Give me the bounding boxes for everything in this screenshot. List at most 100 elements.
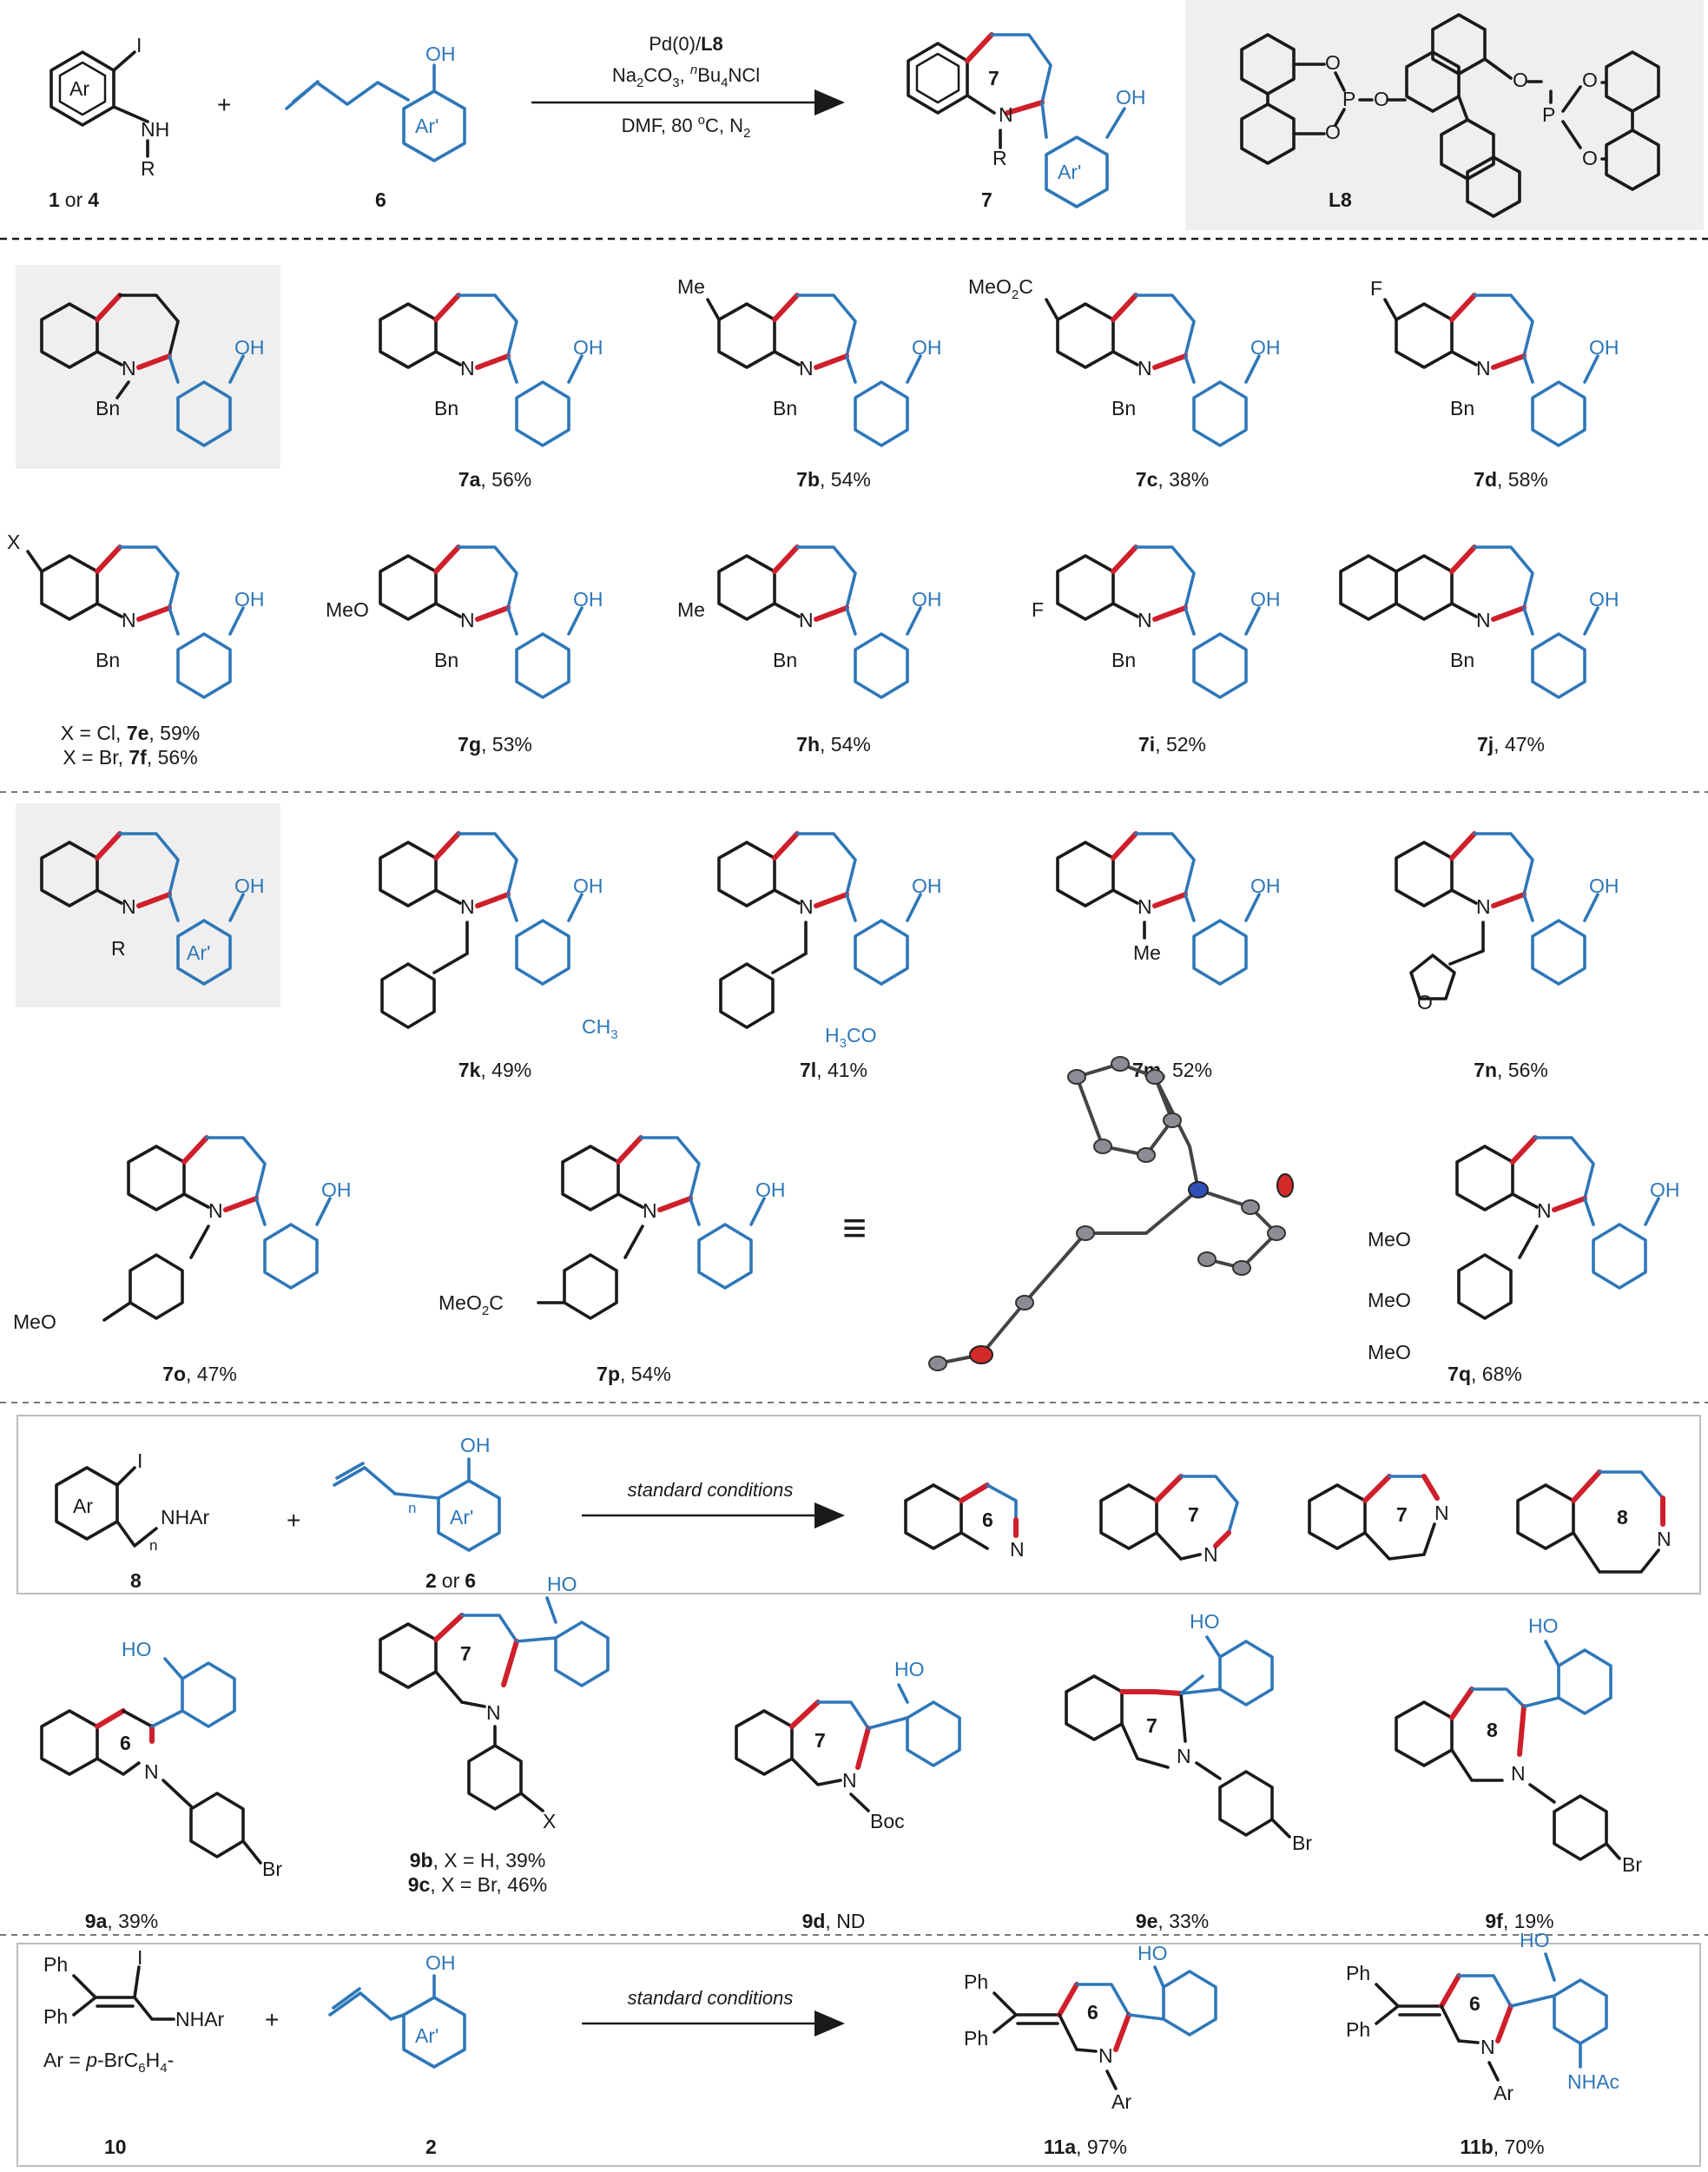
row1-products: N Bn OH <box>16 265 280 469</box>
oh-label: OH <box>1589 336 1619 359</box>
svg-text:7j, 47%: 7j, 47% <box>1477 733 1545 756</box>
ph-label: Ph <box>1346 2018 1370 2041</box>
compound-label-6: 6 <box>375 188 386 211</box>
n-index: n <box>408 1500 416 1516</box>
n-label: N <box>799 609 814 631</box>
substituent: MeO <box>1368 1341 1411 1363</box>
svg-text:7o, 47%: 7o, 47% <box>162 1363 237 1385</box>
plus-sign: + <box>265 2006 279 2033</box>
ph-label: Ph <box>1346 1962 1370 1984</box>
yield: , 41% <box>816 1059 867 1081</box>
compound-id: 7o <box>162 1363 186 1385</box>
ar-prime-label: Ar' <box>450 1506 473 1528</box>
compound-id: 7b <box>796 468 820 491</box>
n-label: N <box>208 1199 223 1222</box>
iodo-label: I <box>137 1946 142 1969</box>
compound-label-2: 2 <box>425 2136 437 2158</box>
substituent: MeO <box>326 598 369 621</box>
n-label: N <box>460 895 475 918</box>
bn-label: Bn <box>434 397 458 419</box>
br-label: Br <box>1292 1832 1312 1854</box>
product-7d: F N Bn OH 7d, 58% <box>1370 277 1619 491</box>
product-7n: N O OH 7n, 56% <box>1396 834 1619 1081</box>
oh-label: OH <box>460 1434 491 1456</box>
oh-label: OH <box>1250 875 1281 897</box>
compound-id: 7p <box>597 1363 620 1385</box>
product-7p: N MeO2C OH 7p, 54% <box>439 1138 786 1385</box>
bn-label: Bn <box>773 649 797 671</box>
compound-label-8: 8 <box>130 1569 142 1592</box>
general-product-7: N R 7 OH Ar' 7 <box>907 32 1146 211</box>
substituent: MeO <box>1368 1228 1411 1251</box>
bn-label: Bn <box>773 397 797 419</box>
o-label: O <box>1582 69 1598 91</box>
svg-text:7b, 54%: 7b, 54% <box>796 468 871 491</box>
substituent: MeO <box>968 275 1012 298</box>
product-7g: MeO N Bn OH 7g, 53% <box>326 547 603 756</box>
n-label: N <box>1138 895 1152 918</box>
yield: , 53% <box>481 733 532 756</box>
scheme2-sm1: I Ar NHAr n 8 <box>55 1449 210 1592</box>
ring-size-label: 7 <box>988 67 999 89</box>
iodo-label: I <box>137 1449 142 1472</box>
ring-size: 6 <box>120 1732 131 1754</box>
svg-text:MeO2C: MeO2C <box>439 1291 504 1318</box>
compound-id: 7a <box>458 468 481 491</box>
compound-label-10: 10 <box>104 2136 127 2158</box>
substituent: F <box>1370 277 1382 300</box>
nhac-label: NHAc <box>1567 2070 1619 2093</box>
oh-label: OH <box>234 588 265 611</box>
ho-label: HO <box>1190 1610 1220 1633</box>
yield: , 54% <box>620 1363 671 1385</box>
substituent: MeO <box>1368 1289 1411 1311</box>
product-9e: N 7 HO Br 9e, 33% <box>1065 1610 1312 1932</box>
product-7k: N OH CH3 7k, 49% <box>380 834 618 1081</box>
r-label: R <box>141 157 155 180</box>
ph-label: Ph <box>964 2027 988 2050</box>
oh-label: OH <box>1116 86 1146 109</box>
ligand-L8: O O P O O P O O L8 <box>1185 0 1704 230</box>
n-label: N <box>1138 609 1152 631</box>
ring-size: 8 <box>1617 1506 1628 1528</box>
ring-size: 6 <box>1087 2001 1098 2023</box>
br-label: Br <box>262 1858 282 1880</box>
p-label: P <box>1342 88 1355 110</box>
scheme3: Ph Ph I NHAr Ar = p-BrC6H4- 10 + OH Ar' … <box>16 1929 1701 2167</box>
oh-label: OH <box>321 1178 352 1201</box>
nh-label: NH <box>141 118 169 141</box>
n-label: N <box>122 609 136 631</box>
svg-text:H3CO: H3CO <box>825 1024 876 1051</box>
iodo-label: I <box>136 34 142 56</box>
compound-id: 9f <box>1485 1910 1503 1932</box>
yield: , 68% <box>1471 1363 1522 1385</box>
row2-items: X N Bn OH X = Cl, 7e, 59% X = Br, 7f, 56… <box>7 531 1619 769</box>
n-label: N <box>144 1760 159 1783</box>
product-7b: Me N Bn OH 7b, 54% <box>677 275 942 491</box>
yield: , 54% <box>820 733 871 756</box>
o-label: O <box>1325 121 1341 143</box>
ring-7a: N 7 <box>1099 1474 1239 1566</box>
conditions-text: standard conditions <box>628 1987 794 2009</box>
ring-size: 6 <box>982 1509 993 1531</box>
yield: , 70% <box>1494 2136 1545 2158</box>
yield: , 56% <box>1497 1059 1548 1081</box>
oh-label: OH <box>425 43 456 65</box>
row5-products: N 6 HO Br 9a, 39% N 7 HO X 9b, X = H, 39… <box>40 1573 1642 1932</box>
product-9f: N 8 HO Br 9f, 19% <box>1395 1614 1642 1932</box>
p-label: P <box>1542 103 1555 126</box>
compound-label-4: 4 <box>88 188 99 211</box>
ring-size: 7 <box>1146 1714 1157 1737</box>
product-7o: N MeO OH 7o, 47% <box>13 1138 352 1385</box>
x-label: X <box>543 1810 556 1832</box>
crystal-structure <box>928 1056 1294 1371</box>
yield: , 97% <box>1076 2136 1127 2158</box>
substituent: Me <box>677 598 705 621</box>
equivalence-sign: ≡ <box>842 1205 867 1251</box>
ph-label: Ph <box>43 1953 68 1976</box>
o-label: O <box>1374 88 1389 110</box>
